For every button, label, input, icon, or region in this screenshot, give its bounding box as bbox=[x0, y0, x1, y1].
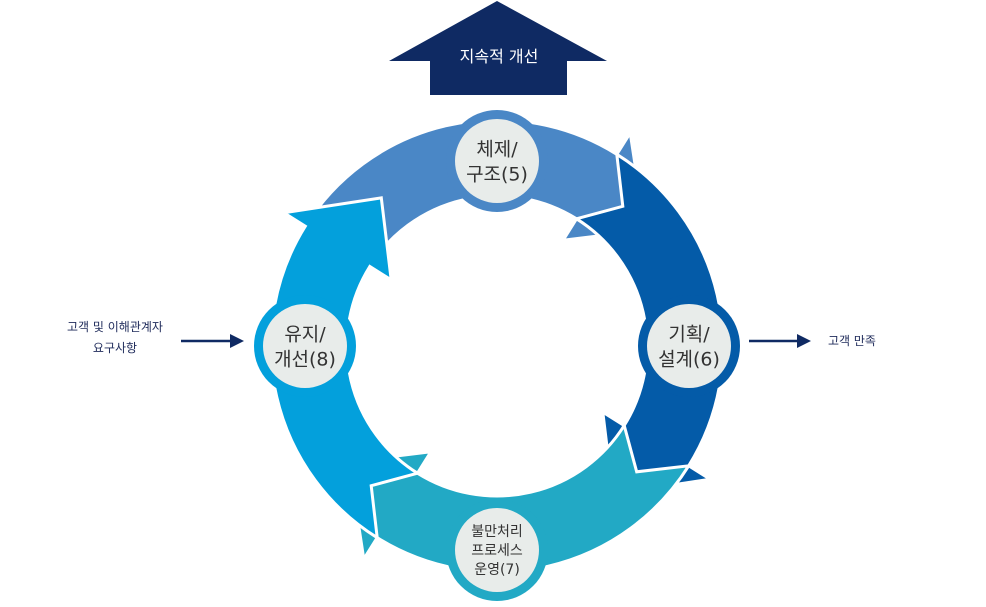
stage-node-face bbox=[455, 119, 539, 203]
stage-label-line: 운영(7) bbox=[474, 562, 520, 578]
output-label: 고객 만족 bbox=[828, 334, 876, 348]
stage-node-face bbox=[263, 304, 347, 388]
stage-node-face bbox=[647, 304, 731, 388]
cycle-arrow-complaint bbox=[347, 421, 692, 574]
input-label-line-2: 요구사항 bbox=[93, 341, 137, 355]
input-group: 고객 및 이해관계자 요구사항 bbox=[67, 320, 244, 355]
stage-label-line: 설계(6) bbox=[658, 348, 720, 370]
stage-label-line: 프로세스 bbox=[471, 543, 523, 559]
continuous-improvement-label: 지속적 개선 bbox=[460, 47, 539, 66]
stage-label-line: 유지/ bbox=[284, 323, 326, 345]
stage-node-structure: 체제/구조(5) bbox=[446, 110, 548, 212]
output-arrow-icon bbox=[749, 334, 811, 348]
output-group: 고객 만족 bbox=[749, 334, 876, 348]
input-label-line-1: 고객 및 이해관계자 bbox=[67, 320, 163, 334]
stage-label-line: 불만처리 bbox=[471, 524, 523, 540]
stage-label-line: 기획/ bbox=[668, 323, 710, 345]
stage-label-line: 체제/ bbox=[476, 138, 518, 160]
stage-label-line: 구조(5) bbox=[466, 163, 528, 185]
up-arrow-icon bbox=[389, 1, 607, 95]
continuous-improvement-arrow: 지속적 개선 bbox=[389, 1, 607, 95]
input-arrow-icon bbox=[181, 334, 244, 348]
stage-node-face bbox=[455, 508, 539, 592]
stage-node-maintenance: 유지/개선(8) bbox=[254, 295, 356, 397]
stage-node-planning: 기획/설계(6) bbox=[638, 295, 740, 397]
stage-label-line: 개선(8) bbox=[274, 348, 336, 370]
